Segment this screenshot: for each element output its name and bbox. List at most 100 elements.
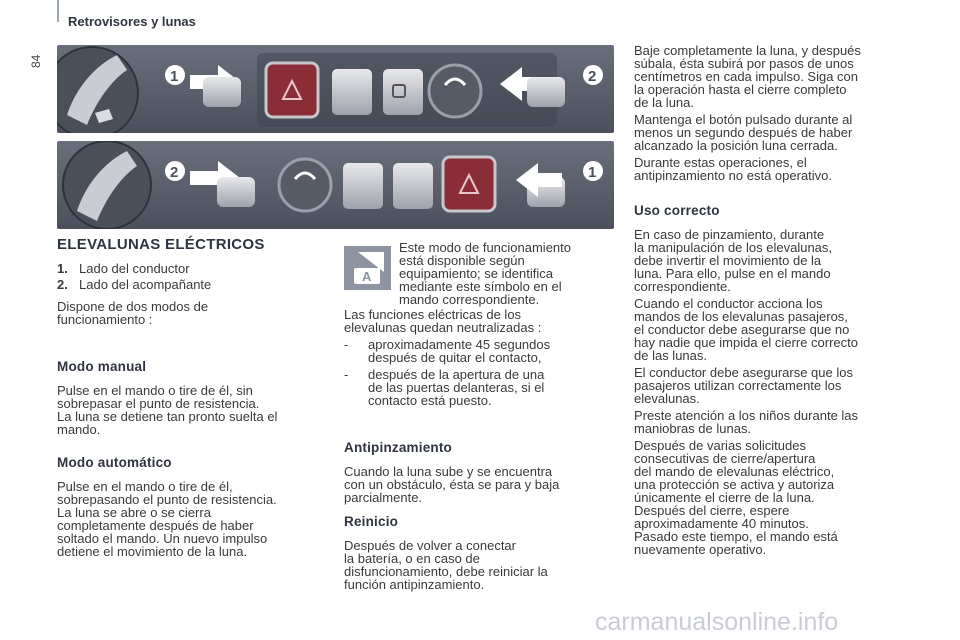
manual-line: La luna se detiene tan pronto suelta el — [57, 409, 278, 424]
p4-line: debe invertir el movimiento de la — [634, 253, 822, 268]
child-lock-button — [343, 163, 383, 209]
note-line: equipamiento; se identifica — [399, 266, 553, 281]
manual-line: Pulse en el mando o tire de él, sin — [57, 383, 253, 398]
callout-1: 1 — [165, 65, 185, 85]
p4-line: luna. Para ello, pulse en el mando — [634, 266, 831, 281]
door-lock-button — [383, 69, 423, 115]
hazard-button — [264, 61, 320, 119]
neutral-line: elevalunas quedan neutralizadas : — [344, 320, 542, 335]
subsection-title-antipinzamiento: Antipinzamiento — [344, 440, 452, 455]
anti-line: con un obstáculo, ésta se para y baja — [344, 477, 560, 492]
p1-line: de la luna. — [634, 95, 694, 110]
p4-line: correspondiente. — [634, 279, 731, 294]
p4-line: En caso de pinzamiento, durante — [634, 227, 825, 242]
page-header-title: Retrovisores y lunas — [68, 14, 196, 29]
window-switch-passenger — [217, 177, 255, 207]
svg-text:1: 1 — [170, 68, 178, 85]
p8-line: Pasado este tiempo, el mando está — [634, 529, 838, 544]
note-block: Este modo de funcionamiento está disponi… — [399, 241, 609, 306]
dash-bullet: - — [344, 367, 349, 382]
note-line: Este modo de funcionamiento — [399, 240, 571, 255]
auto-line: completamente después de haber — [57, 518, 254, 533]
p8-line: aproximadamente 40 minutos. — [634, 516, 809, 531]
p8-line: Después del cierre, espere — [634, 503, 790, 518]
window-switch-passenger — [527, 77, 565, 107]
callout-2: 2 — [583, 65, 603, 85]
auto-line: sobrepasando el punto de resistencia. — [57, 492, 277, 507]
left-column: ELEVALUNAS ELÉCTRICOS 1. Lado del conduc… — [57, 236, 327, 559]
p5-line: mandos de los elevalunas pasajeros, — [634, 309, 848, 324]
speaker-grille-icon — [62, 141, 152, 229]
middle-column: Las funciones eléctricas de los elevalun… — [344, 308, 609, 591]
dash-line: después de la apertura de una — [368, 367, 545, 382]
arrow-left-icon — [516, 163, 562, 197]
auto-line: detiene el movimiento de la luna. — [57, 544, 248, 559]
child-lock-button — [332, 69, 372, 115]
callout-2: 2 — [165, 161, 185, 181]
p8-line: nuevamente operativo. — [634, 542, 767, 557]
p5-line: Cuando el conductor acciona los — [634, 296, 823, 311]
anti-line: parcialmente. — [344, 490, 423, 505]
header-accent-bar — [57, 0, 59, 22]
reinicio-line: disfuncionamiento, debe reiniciar la — [344, 564, 548, 579]
intro-line: Dispone de dos modos de — [57, 299, 209, 314]
speaker-grille-icon — [57, 46, 139, 133]
p8-line: Después de varias solicitudes — [634, 438, 806, 453]
subsection-title-reinicio: Reinicio — [344, 514, 399, 529]
reinicio-line: Después de volver a conectar — [344, 538, 516, 553]
callout-1: 1 — [583, 161, 603, 181]
subsection-title-manual: Modo manual — [57, 359, 147, 374]
seat-heating-knob — [277, 157, 333, 213]
manual-line: mando. — [57, 422, 101, 437]
p6-line: elevalunas. — [634, 391, 700, 406]
auto-line: La luna se abre o se cierra — [57, 505, 211, 520]
reinicio-line: la batería, o en caso de — [344, 551, 480, 566]
p1-line: súbala, ésta subirá por pasos de unos — [634, 56, 854, 71]
list-item: 2. Lado del acompañante — [57, 278, 327, 291]
door-lock-button — [393, 163, 433, 209]
hazard-triangle-icon — [458, 172, 480, 194]
p2-line: Mantenga el botón pulsado durante al — [634, 112, 853, 127]
page-number: 84 — [29, 54, 43, 68]
automatic-mode-letter: A — [362, 269, 372, 284]
p7-line: Preste atención a los niños durante las — [634, 408, 859, 423]
p6-line: pasajeros utilizan correctamente los — [634, 378, 842, 393]
dash-line: después de quitar el contacto, — [368, 350, 542, 365]
arrow-left-icon — [500, 67, 550, 101]
figure-controls-driver: 1 2 — [57, 45, 614, 133]
list-item: 1. Lado del conductor — [57, 262, 327, 275]
dash-line: aproximadamente 45 segundos — [368, 337, 551, 352]
p2-line: menos un segundo después de haber — [634, 125, 853, 140]
watermark: carmanualsonline.info — [595, 608, 839, 636]
window-switch-driver — [203, 77, 241, 107]
list-item: - aproximadamente 45 segundos después de… — [344, 338, 609, 364]
subsection-title-auto: Modo automático — [57, 455, 172, 470]
list-text: Lado del conductor — [79, 261, 190, 276]
note-line: mando correspondiente. — [399, 292, 540, 307]
svg-text:2: 2 — [170, 164, 178, 181]
list-text: Lado del acompañante — [79, 277, 212, 292]
p3-line: antipinzamiento no está operativo. — [634, 168, 833, 183]
note-line: mediante este símbolo en el — [399, 279, 562, 294]
p8-line: únicamente el cierre de la luna. — [634, 490, 815, 505]
neutral-line: Las funciones eléctricas de los — [344, 307, 522, 322]
controls-illustration-top: 1 2 — [57, 45, 614, 133]
p8-line: del mando de elevalunas eléctrico, — [634, 464, 835, 479]
dash-bullet: - — [344, 337, 349, 352]
figure-controls-mirrored: 2 1 — [57, 141, 614, 229]
p8-line: una protección se activa y autoriza — [634, 477, 835, 492]
anti-line: Cuando la luna sube y se encuentra — [344, 464, 553, 479]
p5-line: de las lunas. — [634, 348, 707, 363]
manual-line: sobrepasar el punto de resistencia. — [57, 396, 260, 411]
svg-text:1: 1 — [588, 164, 596, 181]
right-column: Baje completamente la luna, y después sú… — [634, 44, 934, 556]
hazard-button — [441, 155, 497, 213]
dash-line: contacto está puesto. — [368, 393, 492, 408]
p1-line: Baje completamente la luna, y después — [634, 43, 861, 58]
section-title-elevalunas: ELEVALUNAS ELÉCTRICOS — [57, 236, 265, 253]
p1-line: centímetros en cada impulso. Siga con — [634, 69, 859, 84]
seat-heating-knob — [427, 63, 483, 119]
p7-line: maniobras de lunas. — [634, 421, 752, 436]
auto-line: Pulse en el mando o tire de él, — [57, 479, 233, 494]
list-number: 1. — [57, 261, 68, 276]
